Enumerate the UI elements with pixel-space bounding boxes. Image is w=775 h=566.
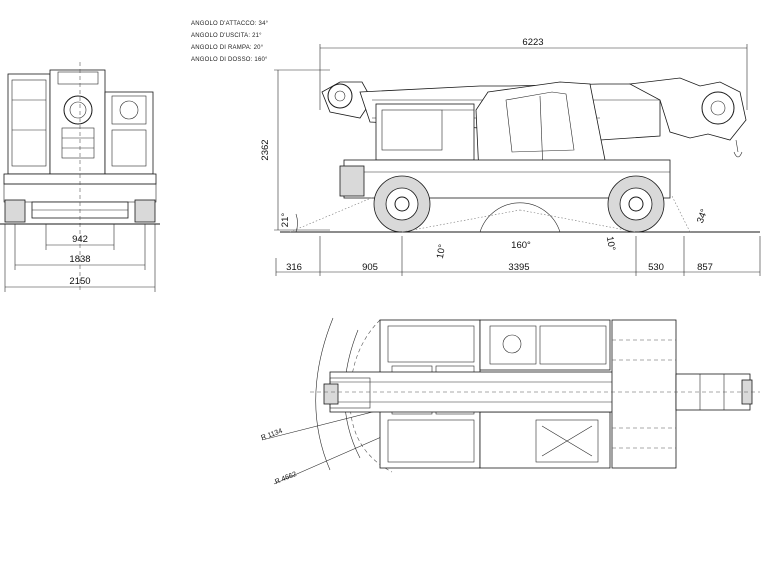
dimension-857: 857 — [697, 262, 713, 273]
outer-radius-label: R 4662 — [274, 471, 298, 486]
inner-radius-label: R 1134 — [260, 428, 283, 442]
front-track-dimension: 942 — [72, 234, 88, 245]
front-width-2150-dimension: 2150 — [69, 276, 90, 287]
note-attack-angle: ANGOLO D'ATTACCO: 34° — [191, 21, 269, 27]
top-view: R 1134 R 4662 — [260, 317, 760, 486]
overall-length-dimension: 6223 — [522, 37, 543, 48]
front-view: 942 1838 2150 — [0, 62, 160, 292]
dimension-316: 316 — [286, 262, 302, 273]
attack-angle-label: 34° — [695, 207, 710, 224]
dimension-530: 530 — [648, 262, 664, 273]
note-ramp-angle: ANGOLO DI RAMPA: 20° — [191, 45, 264, 51]
crest-angle-label: 160° — [511, 240, 531, 251]
note-exit-angle: ANGOLO D'USCITA: 21° — [191, 33, 262, 39]
dimension-905: 905 — [362, 262, 378, 273]
angle-notes: ANGOLO D'ATTACCO: 34° ANGOLO D'USCITA: 2… — [191, 21, 269, 63]
note-crest-angle: ANGOLO DI DOSSO: 160° — [191, 57, 268, 63]
front-width-1838-dimension: 1838 — [69, 254, 90, 265]
ramp-angle-left-label: 10° — [435, 243, 448, 259]
ramp-angle-right-label: 10° — [604, 236, 617, 252]
dimension-3395: 3395 — [508, 262, 529, 273]
height-dimension: 2362 — [260, 139, 271, 160]
exit-angle-label: 21° — [280, 213, 291, 228]
side-view: 6223 2362 — [260, 37, 761, 276]
